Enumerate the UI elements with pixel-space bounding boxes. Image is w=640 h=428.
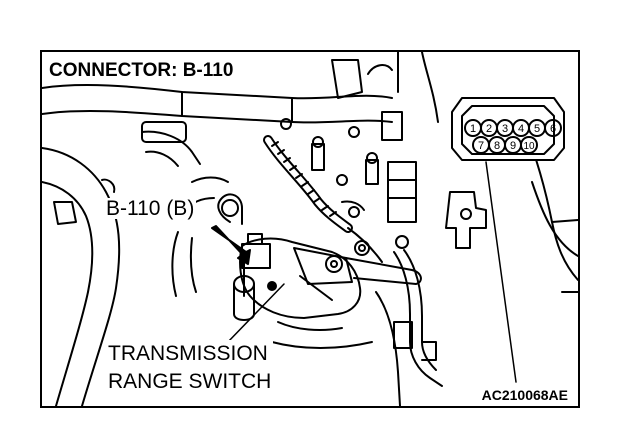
pin-row-top xyxy=(464,119,562,137)
pin-label: 4 xyxy=(518,123,524,135)
pin-label: 8 xyxy=(494,140,500,152)
pin-label: 2 xyxy=(486,123,492,135)
figure-frame: 1 2 3 4 5 6 7 8 9 10 CONNECTOR: B-110 B-… xyxy=(40,50,580,408)
connector-face: 1 2 3 4 5 6 7 8 9 10 xyxy=(451,97,565,161)
pin-label: 5 xyxy=(534,123,540,135)
connector-b110-part xyxy=(171,176,271,297)
pin-label: 3 xyxy=(502,123,508,135)
connector-arrow xyxy=(211,225,251,265)
pin-label: 1 xyxy=(470,123,476,135)
left-hose xyxy=(42,121,201,406)
figure-code: AC210068AE xyxy=(479,387,570,403)
pin-label: 7 xyxy=(478,140,484,152)
connector-title: CONNECTOR: B-110 xyxy=(46,60,237,81)
studs xyxy=(311,136,417,256)
pin-label: 10 xyxy=(523,141,535,152)
engine-bay-illustration: 1 2 3 4 5 6 7 8 9 10 xyxy=(42,52,578,406)
lower-plug xyxy=(233,275,373,349)
component-label-line1: TRANSMISSION xyxy=(106,340,274,368)
connector-callout-label: B-110 (B) xyxy=(104,197,197,220)
leader-lines xyxy=(225,161,517,383)
upper-hose xyxy=(42,84,393,124)
pin-row-bottom xyxy=(472,136,538,154)
pin-label: 6 xyxy=(550,123,556,135)
pin-label: 9 xyxy=(510,140,516,152)
right-pipe xyxy=(375,249,443,406)
component-label: TRANSMISSION RANGE SWITCH xyxy=(106,340,274,396)
component-label-line2: RANGE SWITCH xyxy=(106,368,274,396)
top-bracket xyxy=(280,52,439,141)
range-switch-body xyxy=(239,237,422,319)
